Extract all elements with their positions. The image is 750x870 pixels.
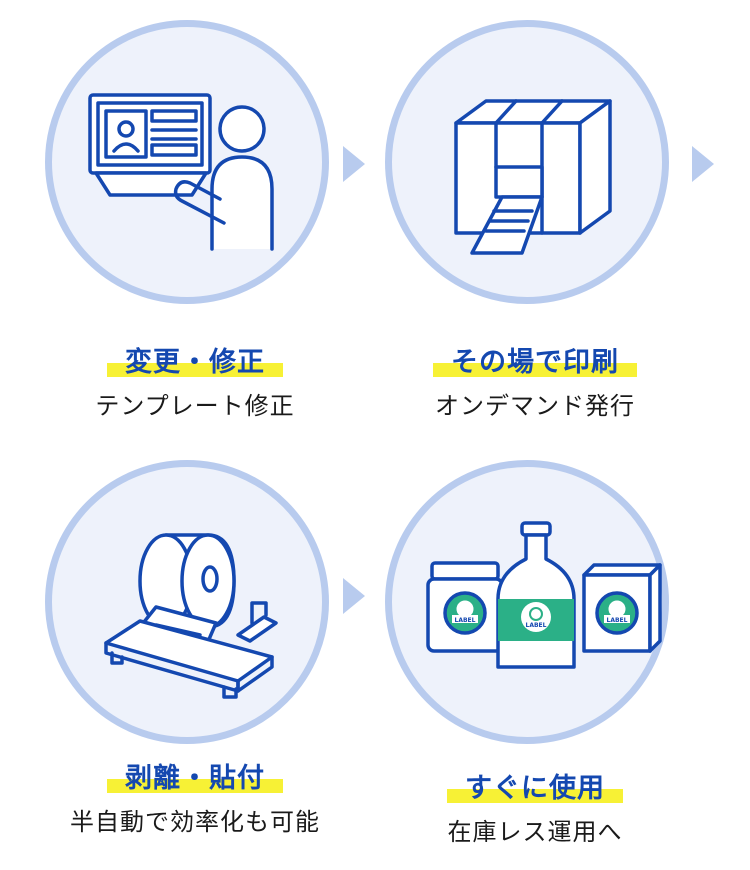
step-3-subtitle: 半自動で効率化も可能 xyxy=(70,808,320,836)
label-printer-icon xyxy=(454,99,612,255)
step-1-circle xyxy=(45,20,329,304)
step-4-subtitle: 在庫レス運用へ xyxy=(447,818,623,846)
step-2-title: その場で印刷 xyxy=(433,340,637,379)
person-computer-icon xyxy=(88,93,274,251)
arrow-3-icon xyxy=(343,578,365,614)
label-applicator-icon xyxy=(104,533,278,699)
step-4-circle: LABEL LABEL LABEL xyxy=(385,460,669,744)
step-3-title: 剥離・貼付 xyxy=(107,756,283,795)
arrow-1-icon xyxy=(343,146,365,182)
arrow-2-icon xyxy=(692,146,714,182)
step-1-subtitle: テンプレート修正 xyxy=(95,392,295,420)
bottle-label-text: LABEL xyxy=(526,622,547,629)
jar-label-text: LABEL xyxy=(455,617,476,624)
step-4-title: すぐに使用 xyxy=(447,766,623,805)
box-label-text: LABEL xyxy=(607,617,628,624)
step-3-circle xyxy=(45,460,329,744)
step-1-title: 変更・修正 xyxy=(107,340,283,379)
labeled-products-icon: LABEL LABEL LABEL xyxy=(426,521,662,669)
step-2-subtitle: オンデマンド発行 xyxy=(435,392,635,420)
step-2-circle xyxy=(385,20,669,304)
